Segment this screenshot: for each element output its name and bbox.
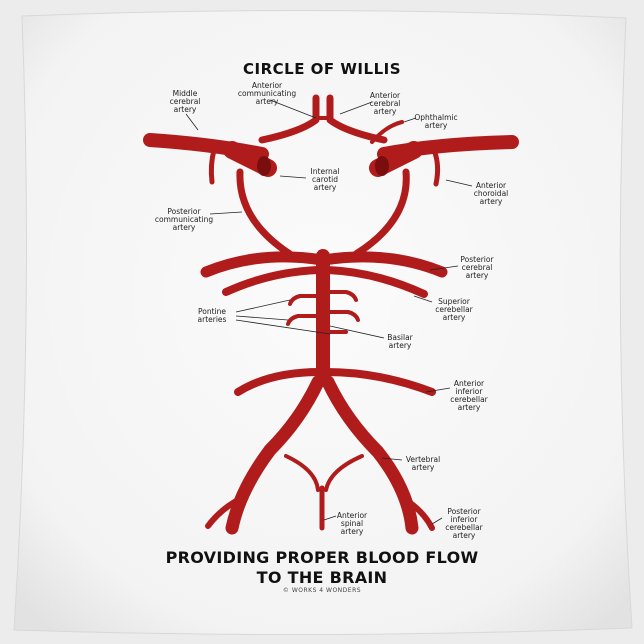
- label-pontine: Pontine arteries: [197, 307, 227, 324]
- label-ophthalmic: Ophthalmic artery: [414, 113, 458, 130]
- carotid-end-left: [257, 156, 271, 176]
- posterior-communicating-left: [236, 168, 294, 258]
- carotid-end-right: [375, 156, 389, 176]
- leader-internal-carotid: [279, 175, 307, 179]
- aica-left: [234, 368, 324, 396]
- label-anterior-cerebral: Anterior cerebral artery: [369, 91, 401, 116]
- vertebral-left: [225, 375, 325, 535]
- leader-vertebral: [381, 457, 403, 461]
- ophthalmic-right: [370, 120, 404, 144]
- pica-right: [403, 497, 435, 531]
- credit-text: © WORKS 4 WONDERS: [282, 587, 362, 594]
- label-basilar: Basilar artery: [387, 333, 413, 350]
- leader-superior-cerebellar: [413, 295, 433, 303]
- label-posterior-communicating: Posterior communicating artery: [154, 207, 214, 232]
- leader-pontine-2: [235, 315, 289, 321]
- pica-left: [205, 497, 241, 529]
- leader-ophthalmic: [403, 117, 417, 123]
- label-vertebral: Vertebral artery: [405, 455, 441, 472]
- branch-left: [208, 147, 217, 185]
- label-anterior-spinal: Anterior spinal artery: [336, 511, 368, 536]
- leader-anterior-choroidal: [445, 179, 473, 187]
- leader-pica: [431, 517, 443, 525]
- anterior-cerebral-artery-left: [258, 94, 320, 144]
- anterior-spinal-left: [284, 454, 320, 492]
- tagline-line-2: TO THE BRAIN: [256, 568, 388, 587]
- branch-right: [431, 147, 441, 187]
- leader-basilar: [329, 325, 385, 339]
- leader-aica: [425, 387, 451, 393]
- posterior-cerebral-left: [200, 251, 328, 278]
- superior-cerebellar-left: [222, 266, 322, 296]
- pontine-left-2: [286, 314, 320, 326]
- label-posterior-inferior-cerebellar: Posterior inferior cerebellar artery: [445, 507, 483, 540]
- posterior-communicating-right: [352, 168, 410, 258]
- pontine-left-1: [288, 294, 320, 306]
- pontine-right-1: [326, 290, 358, 302]
- leader-pontine-1: [235, 299, 291, 313]
- leader-anterior-spinal: [323, 515, 337, 521]
- tagline-line-1: PROVIDING PROPER BLOOD FLOW: [165, 548, 479, 567]
- leader-anterior-communicating: [269, 99, 317, 119]
- diagram-title: CIRCLE OF WILLIS: [242, 60, 402, 78]
- vertebral-right: [321, 375, 419, 535]
- pontine-right-2: [326, 310, 360, 322]
- label-middle-cerebral: Middle cerebral artery: [169, 89, 201, 114]
- aica-right: [322, 368, 436, 396]
- superior-cerebellar-right: [324, 266, 428, 298]
- label-anterior-inferior-cerebellar: Anterior inferior cerebellar artery: [450, 379, 488, 412]
- anterior-spinal-right: [324, 454, 364, 492]
- leader-posterior-communicating: [209, 211, 243, 215]
- leader-posterior-cerebral: [429, 265, 459, 271]
- label-internal-carotid: Internal carotid artery: [310, 167, 340, 192]
- leader-pontine-3: [235, 319, 331, 335]
- leader-anterior-cerebral: [339, 101, 373, 115]
- label-posterior-cerebral: Posterior cerebral artery: [460, 255, 494, 280]
- label-anterior-communicating: Anterior communicating artery: [237, 81, 297, 106]
- label-superior-cerebellar: Superior cerebellar artery: [435, 297, 473, 322]
- label-anterior-choroidal: Anterior choroidal artery: [473, 181, 509, 206]
- leader-middle-cerebral: [185, 113, 199, 131]
- posterior-cerebral-right: [318, 251, 448, 278]
